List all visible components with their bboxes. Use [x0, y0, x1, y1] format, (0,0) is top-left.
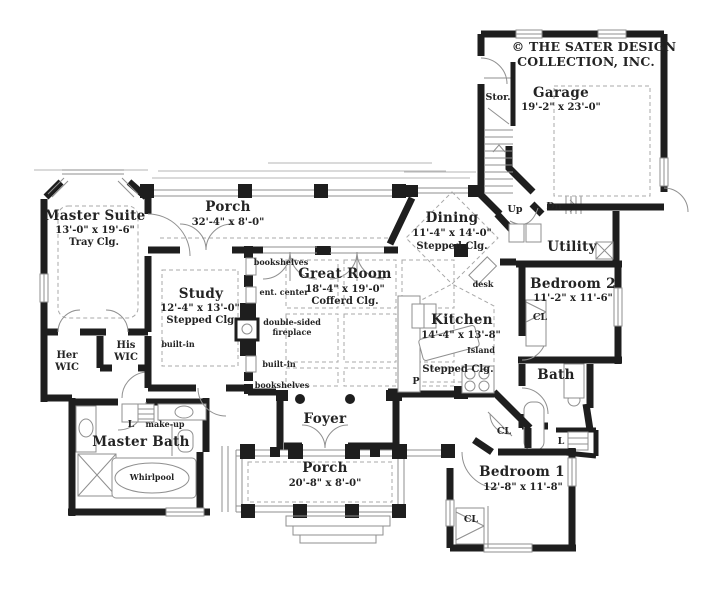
- master-bath-label: Master Bath: [92, 434, 190, 450]
- fireplace-label-line2: fireplace: [272, 327, 312, 337]
- study-walls: [144, 223, 248, 417]
- study-dims: 12'-4" x 13'-0": [160, 303, 240, 314]
- bedroom2-label: Bedroom 2: [530, 276, 616, 292]
- bookshelves-bottom-label: bookshelves: [254, 380, 310, 390]
- pantry-label: P: [412, 376, 420, 387]
- master-suite-walls: [39, 169, 191, 336]
- rear-porch: [140, 184, 406, 239]
- island-label: Island: [467, 345, 495, 355]
- kitchen-label: Kitchen: [431, 312, 493, 328]
- bedroom2-closet-label: CL: [532, 312, 548, 323]
- storage-label: Stor.: [485, 92, 511, 103]
- hall-closet: [472, 389, 533, 455]
- great-room-ceiling: Cofferd Clg.: [311, 296, 379, 307]
- great-room-dims: 18'-4" x 19'-0": [305, 284, 385, 295]
- bedroom2-walls: [518, 264, 623, 364]
- copyright-line2: COLLECTION, INC.: [517, 54, 655, 69]
- garage-label: Garage: [533, 85, 589, 101]
- copyright-line1: © THE SATER DESIGN: [511, 39, 677, 54]
- built-in-study-label: built-in: [161, 339, 195, 349]
- rear-porch-label: Porch: [205, 199, 251, 215]
- great-room-walls: [234, 244, 468, 404]
- master-suite-ceiling: Tray Clg.: [69, 237, 119, 248]
- bedroom1-walls: [445, 448, 577, 553]
- utility-walls: [508, 211, 622, 268]
- kitchen-ceiling: Stepped Clg.: [422, 364, 494, 375]
- bedroom1-dims: 12'-8" x 11'-8": [483, 482, 563, 493]
- bath-linen-label: L: [557, 436, 565, 447]
- master-suite-dims: 13'-0" x 19'-6": [55, 225, 135, 236]
- dining-dims: 11'-4" x 14'-0": [412, 228, 492, 239]
- dining-ceiling: Stepped Clg.: [416, 241, 488, 252]
- front-porch: [221, 444, 455, 544]
- rear-porch-dims: 32'-4" x 8'-0": [191, 217, 265, 228]
- garage-dims: 19'-2" x 23'-0": [521, 102, 601, 113]
- wic-walls: [40, 336, 152, 402]
- kitchen-fixtures: [397, 283, 495, 398]
- ent-center-label: ent. center: [259, 287, 309, 297]
- hall-closet-label: CL: [496, 426, 512, 437]
- study-ceiling: Stepped Clg.: [166, 315, 238, 326]
- bookshelves-top-label: bookshelves: [253, 257, 309, 267]
- garage-walls: [477, 29, 689, 213]
- utility-label: Utility: [547, 239, 597, 255]
- built-in-great-label: built-in: [262, 359, 296, 369]
- study-label: Study: [178, 286, 224, 302]
- whirlpool-label: Whirlpool: [129, 472, 175, 482]
- master-bath-walls: [68, 398, 210, 517]
- front-porch-label: Porch: [302, 460, 348, 476]
- desk-label: desk: [472, 279, 494, 289]
- bedroom1-closet-label: CL: [463, 514, 479, 525]
- makeup-label: make-up: [145, 419, 185, 429]
- master-suite-label: Master Suite: [44, 208, 146, 224]
- stairs-up-label: Up: [507, 204, 523, 215]
- front-porch-dims: 20'-8" x 8'-0": [288, 478, 362, 489]
- foyer-label: Foyer: [303, 411, 347, 427]
- great-room-label: Great Room: [298, 266, 392, 282]
- kitchen-dims: 14'-4" x 13'-8": [421, 330, 501, 341]
- dining-label: Dining: [425, 210, 479, 226]
- bath-label: Bath: [537, 367, 575, 383]
- stairs-dn-label: Dn: [546, 201, 562, 212]
- master-linen-label: L: [127, 419, 135, 430]
- bedroom2-dims: 11'-2" x 11'-6": [533, 293, 613, 304]
- fireplace-label-line1: double-sided: [263, 317, 321, 327]
- bedroom1-label: Bedroom 1: [479, 464, 565, 480]
